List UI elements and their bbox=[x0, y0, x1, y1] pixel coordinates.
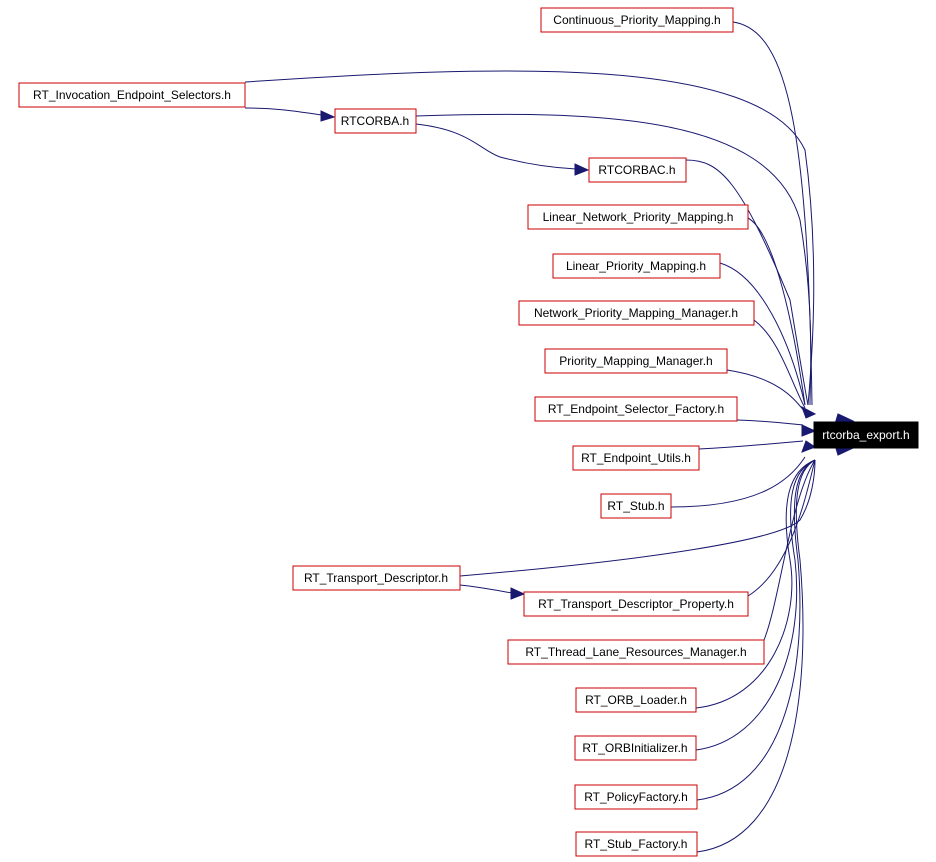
target-arrow-upper bbox=[801, 405, 817, 419]
edge-rtcorbac-to-export bbox=[685, 159, 809, 406]
target-arrow-lower bbox=[801, 440, 817, 453]
node-layer: rtcorba_export.h Continuous_Priority_Map… bbox=[18, 7, 919, 857]
edge-stub-to-export bbox=[670, 456, 806, 508]
node-label: RT_Thread_Lane_Resources_Manager.h bbox=[525, 645, 746, 659]
node-rtcorbac[interactable]: RTCORBAC.h bbox=[588, 157, 687, 183]
node-rt-endpoint-selector-factory[interactable]: RT_Endpoint_Selector_Factory.h bbox=[534, 396, 738, 422]
node-label: RT_Stub.h bbox=[607, 499, 664, 513]
edge-thread-lane-to-export bbox=[763, 459, 816, 641]
node-label: RT_Transport_Descriptor_Property.h bbox=[538, 597, 734, 611]
edge-invocation-to-rtcorba-arrow bbox=[320, 110, 336, 122]
node-rt-transport-descriptor-property[interactable]: RT_Transport_Descriptor_Property.h bbox=[523, 591, 749, 617]
node-label: Network_Priority_Mapping_Manager.h bbox=[534, 306, 738, 320]
node-rtcorba-export[interactable]: rtcorba_export.h bbox=[813, 421, 919, 449]
edge-network-mgr-to-export bbox=[753, 319, 806, 409]
node-label: RTCORBA.h bbox=[341, 114, 409, 128]
node-rt-stub[interactable]: RT_Stub.h bbox=[600, 493, 672, 519]
edge-rtcorba-to-rtcorbac-arrow bbox=[574, 163, 590, 176]
node-label: RTCORBAC.h bbox=[598, 163, 675, 177]
node-label: RT_PolicyFactory.h bbox=[584, 790, 688, 804]
node-rtcorba[interactable]: RTCORBA.h bbox=[334, 108, 417, 134]
edge-rtcorba-to-rtcorbac bbox=[415, 123, 577, 170]
node-network-priority-mapping-manager[interactable]: Network_Priority_Mapping_Manager.h bbox=[518, 300, 755, 326]
node-linear-network-priority-mapping[interactable]: Linear_Network_Priority_Mapping.h bbox=[527, 204, 749, 230]
edge-rtcorba-to-export bbox=[415, 113, 812, 406]
edge-priority-mgr-to-export bbox=[726, 369, 806, 413]
edge-transport-desc-to-prop-arrow bbox=[510, 587, 526, 600]
node-label: Priority_Mapping_Manager.h bbox=[559, 354, 712, 368]
node-label: rtcorba_export.h bbox=[822, 428, 909, 442]
node-rt-invocation-endpoint-selectors[interactable]: RT_Invocation_Endpoint_Selectors.h bbox=[18, 82, 246, 108]
node-label: RT_ORB_Loader.h bbox=[585, 693, 687, 707]
node-label: RT_Stub_Factory.h bbox=[585, 837, 688, 851]
edge-orb-loader-to-export bbox=[695, 459, 816, 709]
node-label: RT_Invocation_Endpoint_Selectors.h bbox=[33, 88, 231, 102]
node-label: Continuous_Priority_Mapping.h bbox=[553, 13, 720, 27]
edge-invocation-to-export bbox=[244, 70, 815, 406]
edge-linear-to-export bbox=[719, 262, 806, 406]
edge-transport-desc-to-export bbox=[459, 459, 816, 577]
node-linear-priority-mapping[interactable]: Linear_Priority_Mapping.h bbox=[552, 253, 721, 279]
node-continuous-priority-mapping[interactable]: Continuous_Priority_Mapping.h bbox=[540, 7, 734, 33]
node-label: RT_ORBInitializer.h bbox=[582, 741, 687, 755]
node-label: RT_Endpoint_Selector_Factory.h bbox=[548, 402, 724, 416]
node-label: RT_Endpoint_Utils.h bbox=[581, 451, 691, 465]
target-arrow-middle bbox=[801, 424, 817, 437]
edge-orb-init-to-export bbox=[695, 459, 816, 751]
edge-transport-desc-to-prop bbox=[459, 584, 513, 594]
node-label: RT_Transport_Descriptor.h bbox=[304, 571, 448, 585]
node-rt-thread-lane-resources-manager[interactable]: RT_Thread_Lane_Resources_Manager.h bbox=[507, 639, 765, 665]
node-rt-endpoint-utils[interactable]: RT_Endpoint_Utils.h bbox=[572, 445, 700, 471]
node-rt-transport-descriptor[interactable]: RT_Transport_Descriptor.h bbox=[292, 565, 461, 591]
edge-layer bbox=[244, 21, 855, 853]
edge-invocation-to-rtcorba bbox=[244, 107, 323, 116]
node-rt-orb-loader[interactable]: RT_ORB_Loader.h bbox=[575, 687, 697, 713]
edge-stub-factory-to-export bbox=[696, 459, 816, 853]
node-priority-mapping-manager[interactable]: Priority_Mapping_Manager.h bbox=[544, 348, 728, 374]
node-label: Linear_Network_Priority_Mapping.h bbox=[543, 210, 734, 224]
edge-linear-network-to-export bbox=[747, 217, 806, 406]
node-label: Linear_Priority_Mapping.h bbox=[566, 259, 706, 273]
node-rt-stub-factory[interactable]: RT_Stub_Factory.h bbox=[575, 831, 698, 857]
edge-transport-prop-to-export bbox=[747, 459, 816, 597]
node-rt-orbinitializer[interactable]: RT_ORBInitializer.h bbox=[574, 735, 697, 761]
edge-policy-factory-to-export bbox=[696, 459, 816, 801]
edge-endpoint-utils-to-export bbox=[698, 440, 804, 450]
node-rt-policyfactory[interactable]: RT_PolicyFactory.h bbox=[574, 784, 698, 810]
edge-endpoint-factory-to-export bbox=[736, 419, 804, 426]
